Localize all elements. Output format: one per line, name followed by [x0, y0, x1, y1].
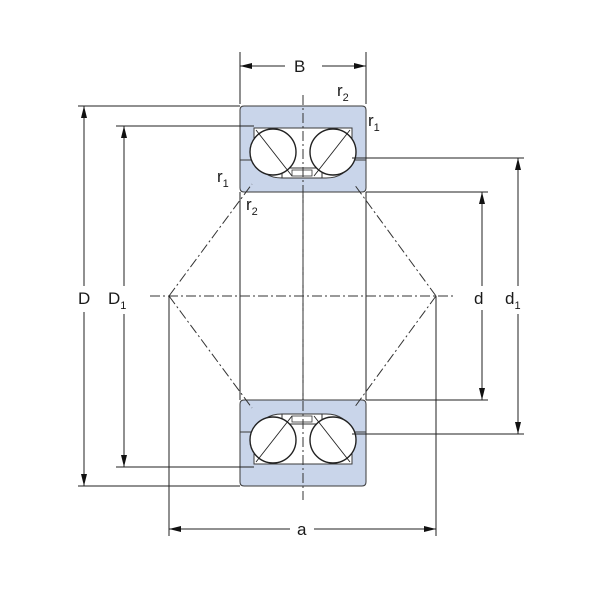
label-D1: D1 — [108, 289, 126, 312]
centerlines — [150, 95, 455, 500]
label-r2-left: r2 — [246, 195, 258, 218]
bottom-outer-ring — [239, 431, 367, 487]
top-outer-ring — [239, 105, 367, 161]
dimension-D — [78, 105, 240, 487]
dimension-d — [366, 191, 488, 401]
label-B: B — [294, 57, 305, 76]
label-d1: d1 — [505, 289, 521, 312]
label-r1-left: r1 — [217, 167, 229, 190]
dimension-B — [239, 52, 367, 104]
label-a: a — [297, 520, 307, 539]
dimension-D1 — [116, 125, 254, 468]
dimension-a — [168, 296, 437, 536]
label-r1-top: r1 — [368, 111, 380, 134]
bottom-inner-ring — [239, 399, 367, 433]
dimension-d1 — [352, 157, 524, 435]
label-D: D — [78, 289, 90, 308]
top-inner-ring — [239, 159, 367, 193]
top-bearing-section — [239, 105, 367, 193]
label-d: d — [474, 289, 483, 308]
label-r2-top: r2 — [337, 81, 349, 104]
bottom-bearing-section — [239, 399, 367, 487]
